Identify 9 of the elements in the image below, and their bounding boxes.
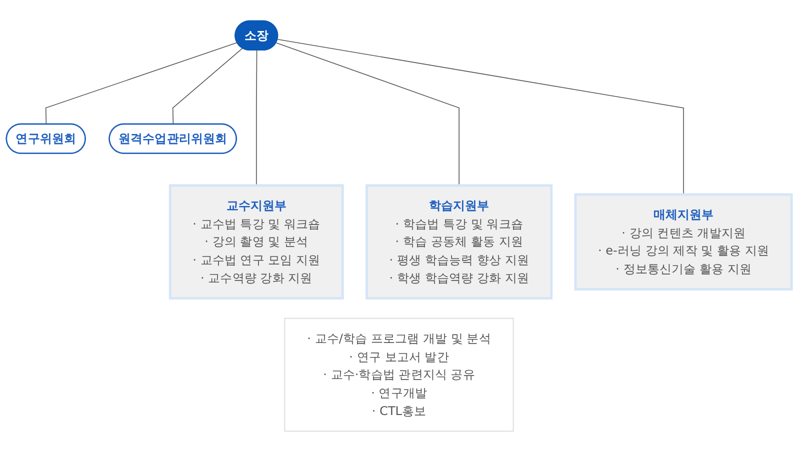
connector: [172, 48, 243, 125]
node-box: · 교수/학습 프로그램 개발 및 분석 · 연구 보고서 발간 · 교수·학습법 관련지식 공유 · 연구개발 · CTL홍보: [284, 318, 514, 432]
node-box: 교수지원부 · 교수법 특강 및 워크숍 · 강의 촬영 및 분석 · 교수법 연구 모임 지원 · 교수역량 강화 지원: [168, 184, 344, 300]
connector: [277, 38, 684, 195]
node-box: 학습지원부 · 학습법 특강 및 워크숍 · 학습 공동체 활동 지원 · 평생 학습능력 향상 지원 · 학생 학습역량 강화 지원: [366, 184, 553, 300]
connector: [45, 42, 238, 125]
connector: [256, 50, 258, 186]
connector: [276, 42, 460, 186]
node-box: 매체지원부 · 강의 컨텐츠 개발지원 · e-러닝 강의 제작 및 활용 지원 · 정보통신기술 활용 지원: [574, 193, 793, 290]
